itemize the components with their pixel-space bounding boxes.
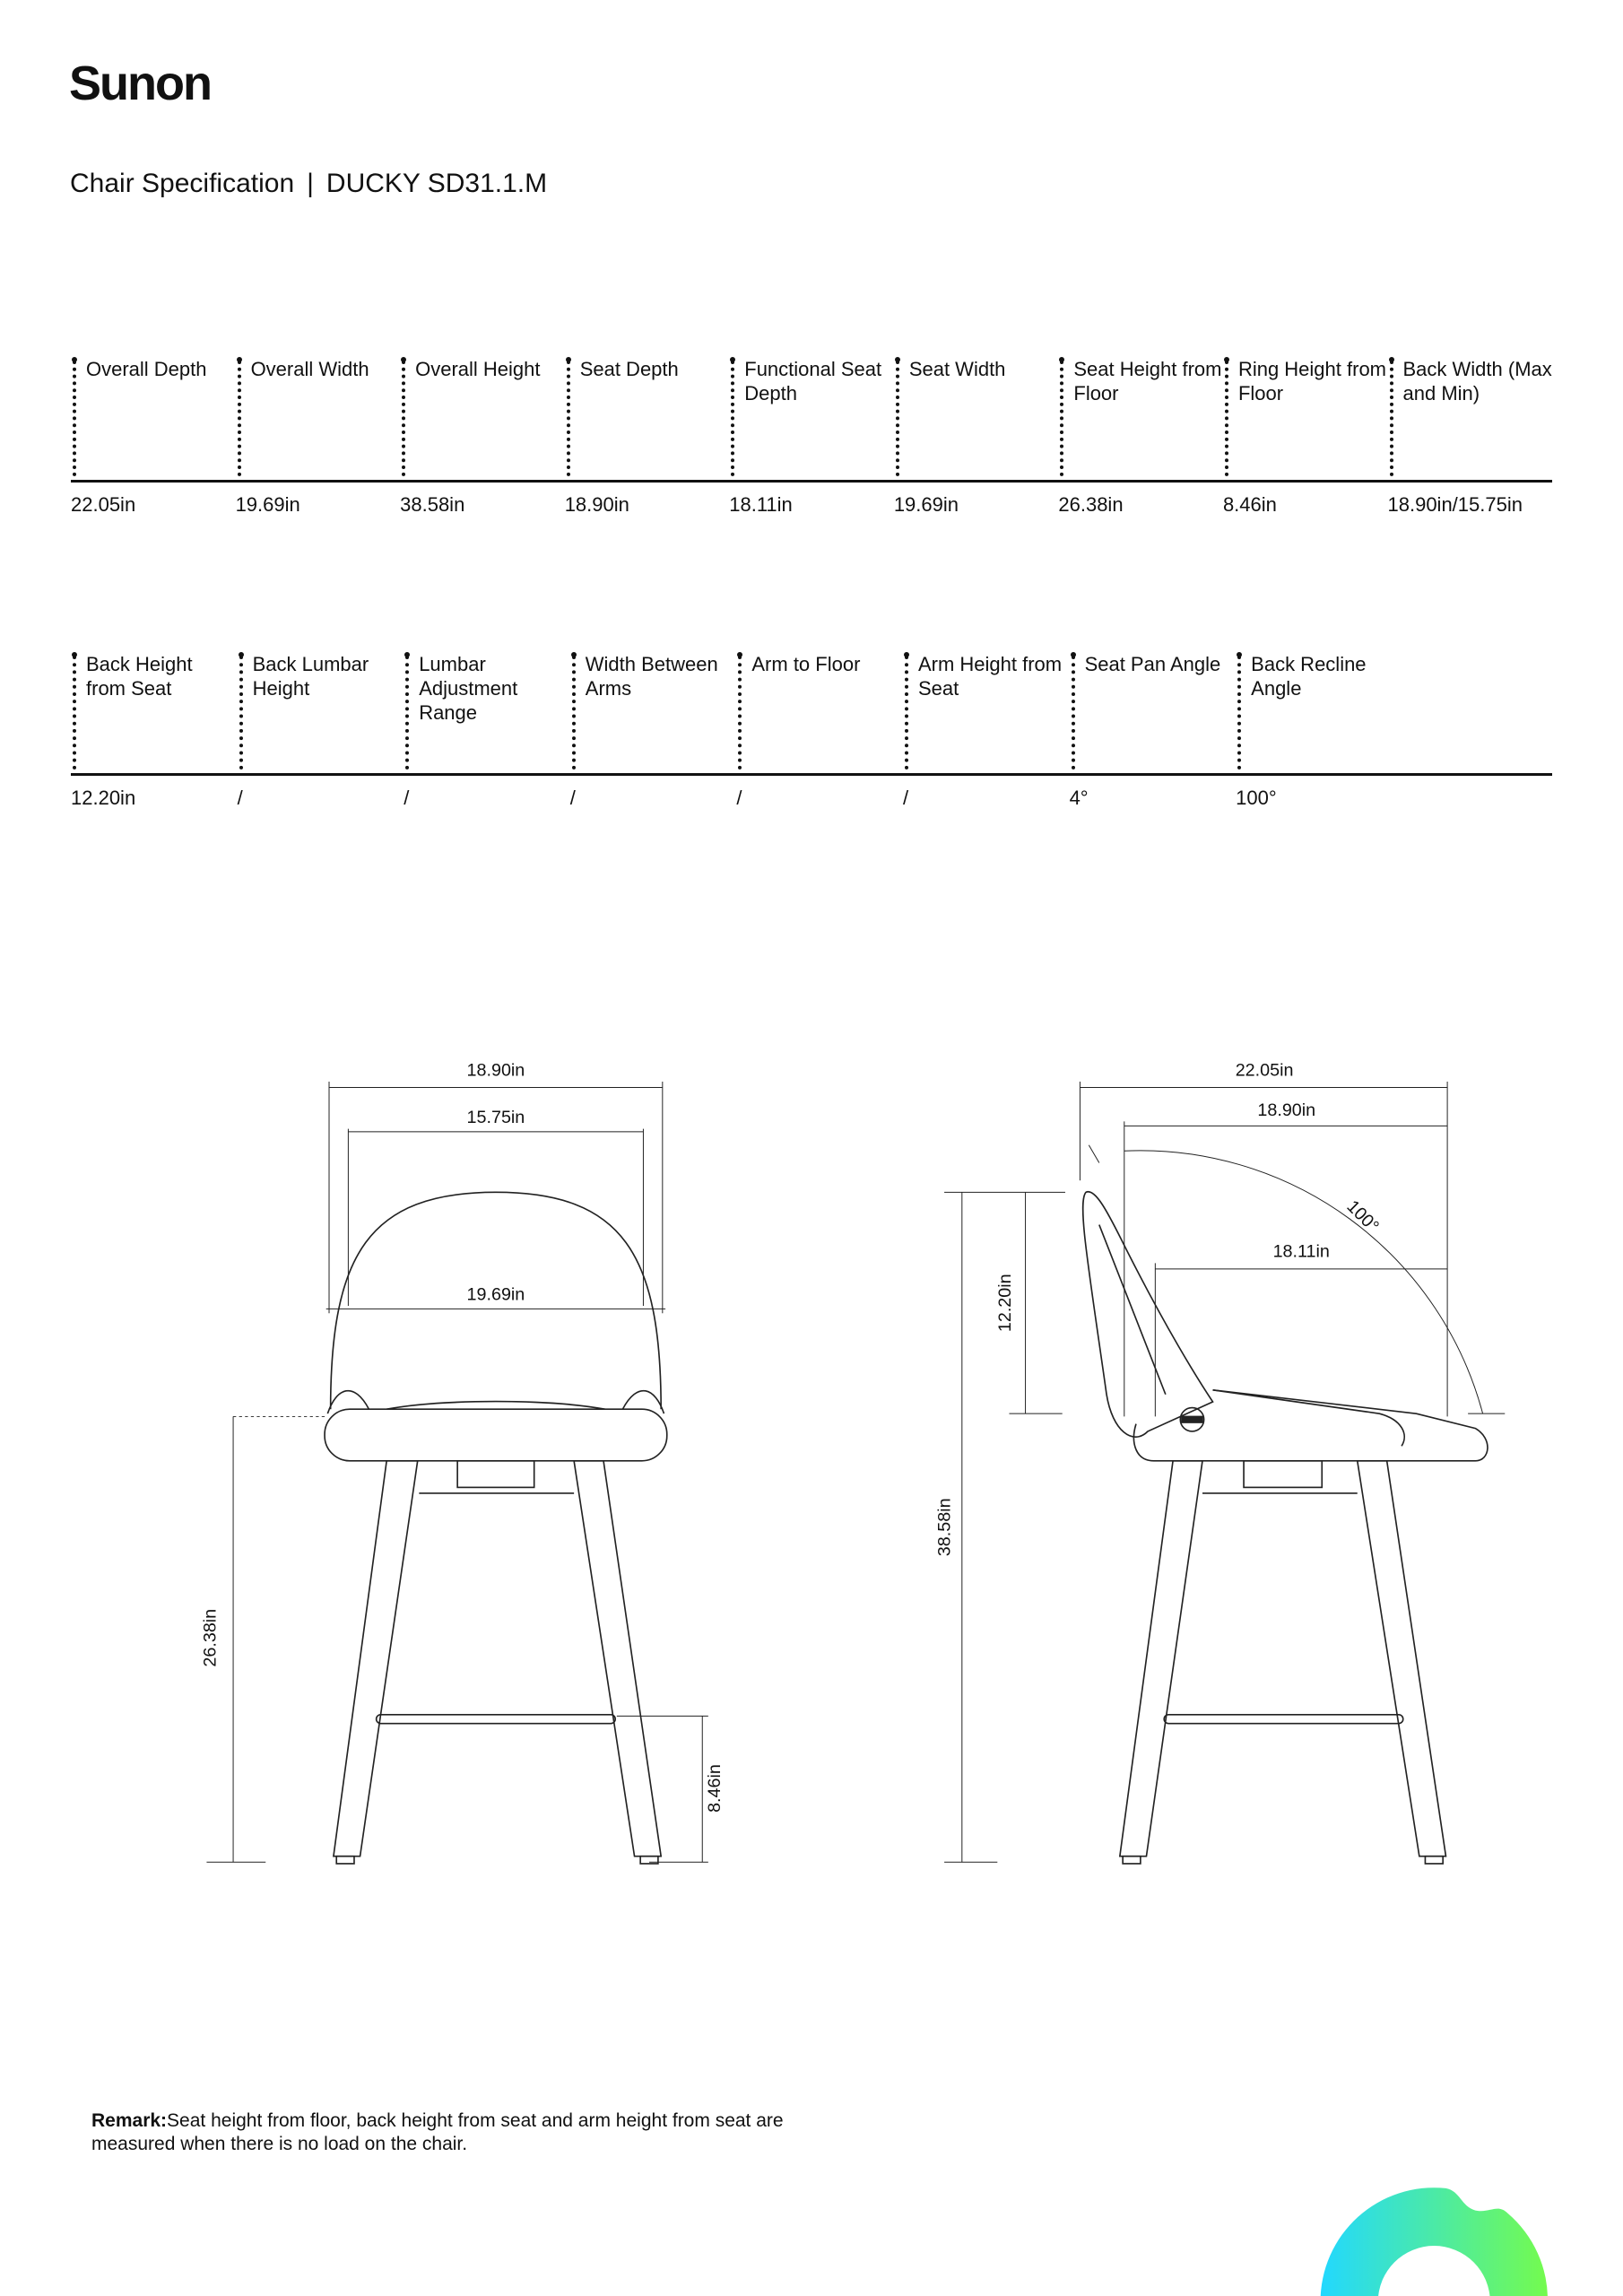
divider bbox=[71, 773, 1552, 776]
side-recline-angle: 100° bbox=[1342, 1196, 1382, 1236]
spec-label: Lumbar Adjustment Range bbox=[404, 652, 570, 773]
spec-label: Overall Depth bbox=[71, 357, 236, 480]
spec-label: Overall Height bbox=[400, 357, 565, 480]
front-seat-width: 19.69in bbox=[467, 1284, 525, 1304]
spec-label: Back Recline Angle bbox=[1236, 652, 1402, 773]
remark-label: Remark: bbox=[91, 2110, 168, 2131]
spec-label: Back Width (Max and Min) bbox=[1388, 357, 1553, 480]
page-title: Chair Specification | DUCKY SD31.1.M bbox=[70, 169, 547, 199]
spec-value: 38.58in bbox=[400, 493, 465, 516]
spec-value: 18.90in bbox=[564, 493, 629, 516]
front-seat-height: 26.38in bbox=[200, 1609, 220, 1667]
spec-value: 18.90in/15.75in bbox=[1387, 493, 1523, 516]
side-view: 22.05in 18.90in 18.11in 100° 12.20in 38.… bbox=[935, 1060, 1506, 1865]
spec-value: / bbox=[237, 787, 243, 809]
spec-value: 26.38in bbox=[1058, 493, 1124, 516]
front-back-width-min: 15.75in bbox=[467, 1108, 525, 1127]
title-label: Chair Specification bbox=[70, 169, 295, 198]
divider bbox=[71, 480, 1552, 483]
spec-value: / bbox=[569, 787, 576, 809]
spec-label: Arm Height from Seat bbox=[903, 652, 1070, 773]
side-seat-depth: 18.90in bbox=[1257, 1100, 1315, 1120]
brand-logo: Sunon bbox=[69, 57, 213, 110]
spec-value: / bbox=[902, 787, 909, 809]
spec-value: 19.69in bbox=[235, 493, 300, 516]
spec-label: Arm to Floor bbox=[736, 652, 903, 773]
spec-value: 100° bbox=[1236, 787, 1277, 809]
spec-label: Back Lumbar Height bbox=[238, 652, 404, 773]
front-ring-height: 8.46in bbox=[705, 1764, 725, 1813]
title-separator: | bbox=[307, 169, 314, 198]
spec-label: Seat Height from Floor bbox=[1058, 357, 1223, 480]
spec-label: Overall Width bbox=[236, 357, 401, 480]
side-overall-depth: 22.05in bbox=[1236, 1060, 1294, 1080]
spec-value: 22.05in bbox=[71, 493, 136, 516]
spec-label: Ring Height from Floor bbox=[1223, 357, 1388, 480]
model-name: DUCKY SD31.1.M bbox=[325, 169, 548, 198]
spec-value: 4° bbox=[1069, 787, 1089, 809]
spec-label: Seat Pan Angle bbox=[1070, 652, 1237, 773]
side-overall-height: 38.58in bbox=[935, 1498, 955, 1556]
brand-mark-icon bbox=[1320, 2187, 1548, 2296]
spec-label: Width Between Arms bbox=[570, 652, 737, 773]
spec-value: 18.11in bbox=[729, 493, 793, 516]
spec-label: Functional Seat Depth bbox=[729, 357, 894, 480]
front-back-width-max: 18.90in bbox=[467, 1060, 525, 1080]
remark-note: Remark:Seat height from floor, back heig… bbox=[91, 2109, 827, 2156]
side-back-height: 12.20in bbox=[995, 1274, 1015, 1332]
side-functional-seat-depth: 18.11in bbox=[1273, 1242, 1330, 1262]
spec-label: Seat Depth bbox=[565, 357, 730, 480]
spec-value: / bbox=[736, 787, 742, 809]
front-view: 18.90in 15.75in 19.69in 26.38in 8.46in bbox=[200, 1060, 725, 1865]
spec-value: 19.69in bbox=[893, 493, 959, 516]
spec-value: 8.46in bbox=[1222, 493, 1277, 516]
spec-value: / bbox=[404, 787, 410, 809]
spec-label: Back Height from Seat bbox=[71, 652, 238, 773]
remark-text: Seat height from floor, back height from… bbox=[91, 2110, 784, 2154]
spec-label: Seat Width bbox=[894, 357, 1059, 480]
spec-value: 12.20in bbox=[71, 787, 136, 809]
